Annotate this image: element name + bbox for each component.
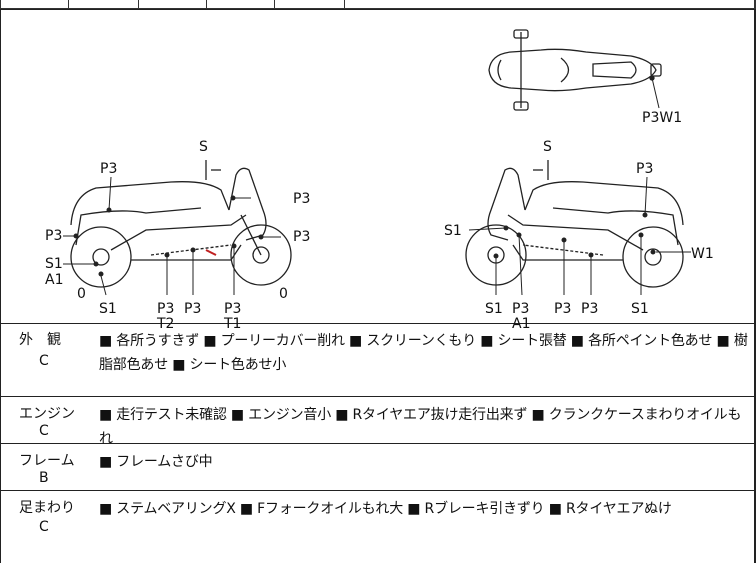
right-view-labels: S P3 S1 W1 S1 P3 A1 P3 P3 S1	[444, 139, 714, 332]
label-p3: P3	[45, 228, 62, 244]
right-view-markers	[468, 160, 691, 296]
label-p3: P3	[293, 229, 310, 245]
label-s1: S1	[99, 301, 117, 317]
row-grade: B	[39, 470, 49, 486]
row-label: エンジン	[19, 406, 75, 422]
condition-row-exterior: 外 観 C ■ 各所うすきず ■ プーリーカバー削れ ■ スクリーンくもり ■ …	[0, 323, 756, 397]
label-p3: P3	[184, 301, 201, 317]
label-s1: S1	[444, 223, 462, 239]
top-cell	[68, 0, 139, 9]
row-notes: ■ フレームさび中	[99, 454, 213, 470]
top-cell	[0, 0, 69, 9]
label-p3: P3	[293, 191, 310, 207]
label-a1: A1	[45, 272, 63, 288]
label-p3: P3	[581, 301, 598, 317]
row-notes: ■ ステムベアリングX ■ Fフォークオイルもれ大 ■ Rブレーキ引きずり ■ …	[99, 501, 672, 517]
row-grade: C	[39, 353, 49, 369]
left-view-labels: S P3 P3 P3 P3 S1 A1 0 S1 P3 T2 P3 P3 T1 …	[45, 139, 310, 332]
right-view-scooter	[465, 160, 684, 288]
row-label: フレーム	[19, 453, 75, 469]
condition-row-suspension: 足まわり C ■ ステムベアリングX ■ Fフォークオイルもれ大 ■ Rブレーキ…	[0, 491, 756, 563]
top-cell	[274, 0, 345, 9]
label-s: S	[543, 139, 552, 155]
label-p3: P3	[224, 301, 241, 317]
row-notes: ■ 走行テスト未確認 ■ エンジン音小 ■ Rタイヤエア抜け走行出来ず ■ クラ…	[99, 407, 742, 447]
label-s1: S1	[45, 256, 63, 272]
top-view-scooter	[488, 29, 662, 111]
condition-row-engine: エンジン C ■ 走行テスト未確認 ■ エンジン音小 ■ Rタイヤエア抜け走行出…	[0, 397, 756, 447]
left-view-scooter	[70, 160, 292, 288]
row-grade: C	[39, 423, 49, 439]
label-zero: 0	[77, 286, 86, 302]
top-cell	[138, 0, 207, 9]
condition-row-frame: フレーム B ■ フレームさび中	[0, 444, 756, 491]
top-view-label: P3W1	[642, 110, 682, 126]
label-t2: T2	[156, 316, 174, 332]
top-cell	[344, 0, 756, 9]
label-p3: P3	[157, 301, 174, 317]
label-s: S	[199, 139, 208, 155]
label-p3: P3	[100, 161, 117, 177]
label-zero: 0	[279, 286, 288, 302]
label-p3: P3	[636, 161, 653, 177]
row-grade: C	[39, 519, 49, 535]
label-w1: W1	[691, 246, 714, 262]
row-label: 足まわり	[19, 500, 75, 516]
row-label: 外 観	[19, 332, 61, 348]
label-s1: S1	[631, 301, 649, 317]
label-a1: A1	[512, 316, 530, 332]
scooter-diagram-svg: P3W1	[45, 29, 714, 332]
label-p3: P3	[554, 301, 571, 317]
damage-diagram: P3W1	[0, 9, 756, 332]
label-t1: T1	[223, 316, 241, 332]
row-notes: ■ 各所うすきず ■ プーリーカバー削れ ■ スクリーンくもり ■ シート張替 …	[99, 333, 748, 373]
label-s1: S1	[485, 301, 503, 317]
top-table-edge	[0, 0, 756, 10]
top-cell	[206, 0, 275, 9]
label-p3: P3	[512, 301, 529, 317]
left-view-markers	[63, 160, 281, 296]
